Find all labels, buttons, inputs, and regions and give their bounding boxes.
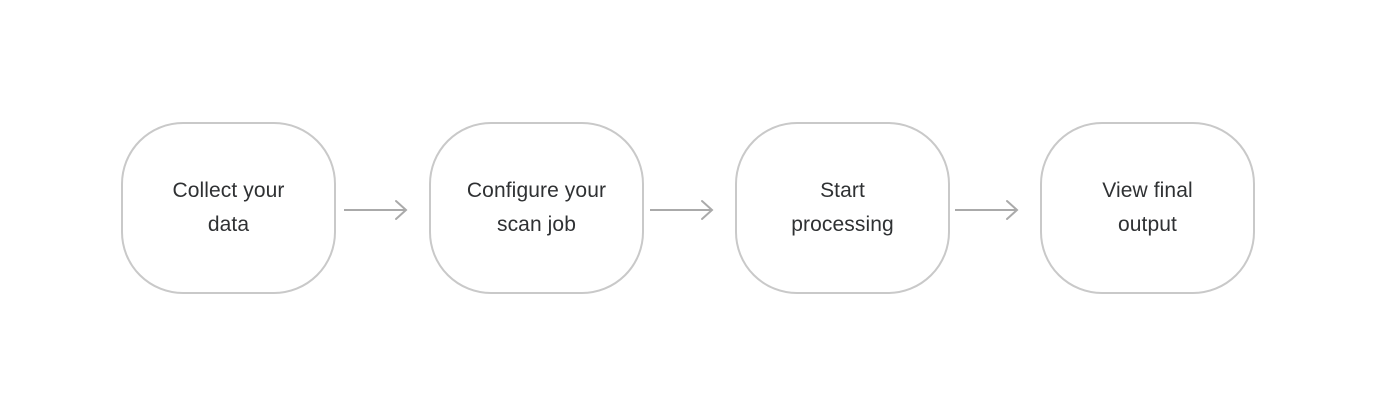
arrow-right-icon [955,200,1019,220]
arrow-right-icon [344,200,408,220]
flow-connector-arrow-3 [955,196,1027,224]
flow-node-label: Collect your data [172,179,285,236]
flow-node-label: Configure your scan job [466,179,607,236]
flow-node-collect-your-data[interactable]: Collect your data [121,122,336,294]
flow-node-label: View final output [1102,179,1193,236]
flow-connector-arrow-1 [344,196,416,224]
flow-node-label: Start processing [791,179,894,236]
arrow-right-icon [650,200,714,220]
flow-node-configure-your-scan-job[interactable]: Configure your scan job [429,122,644,294]
flow-connector-arrow-2 [650,196,722,224]
flow-node-start-processing[interactable]: Start processing [735,122,950,294]
flow-node-view-final-output[interactable]: View final output [1040,122,1255,294]
